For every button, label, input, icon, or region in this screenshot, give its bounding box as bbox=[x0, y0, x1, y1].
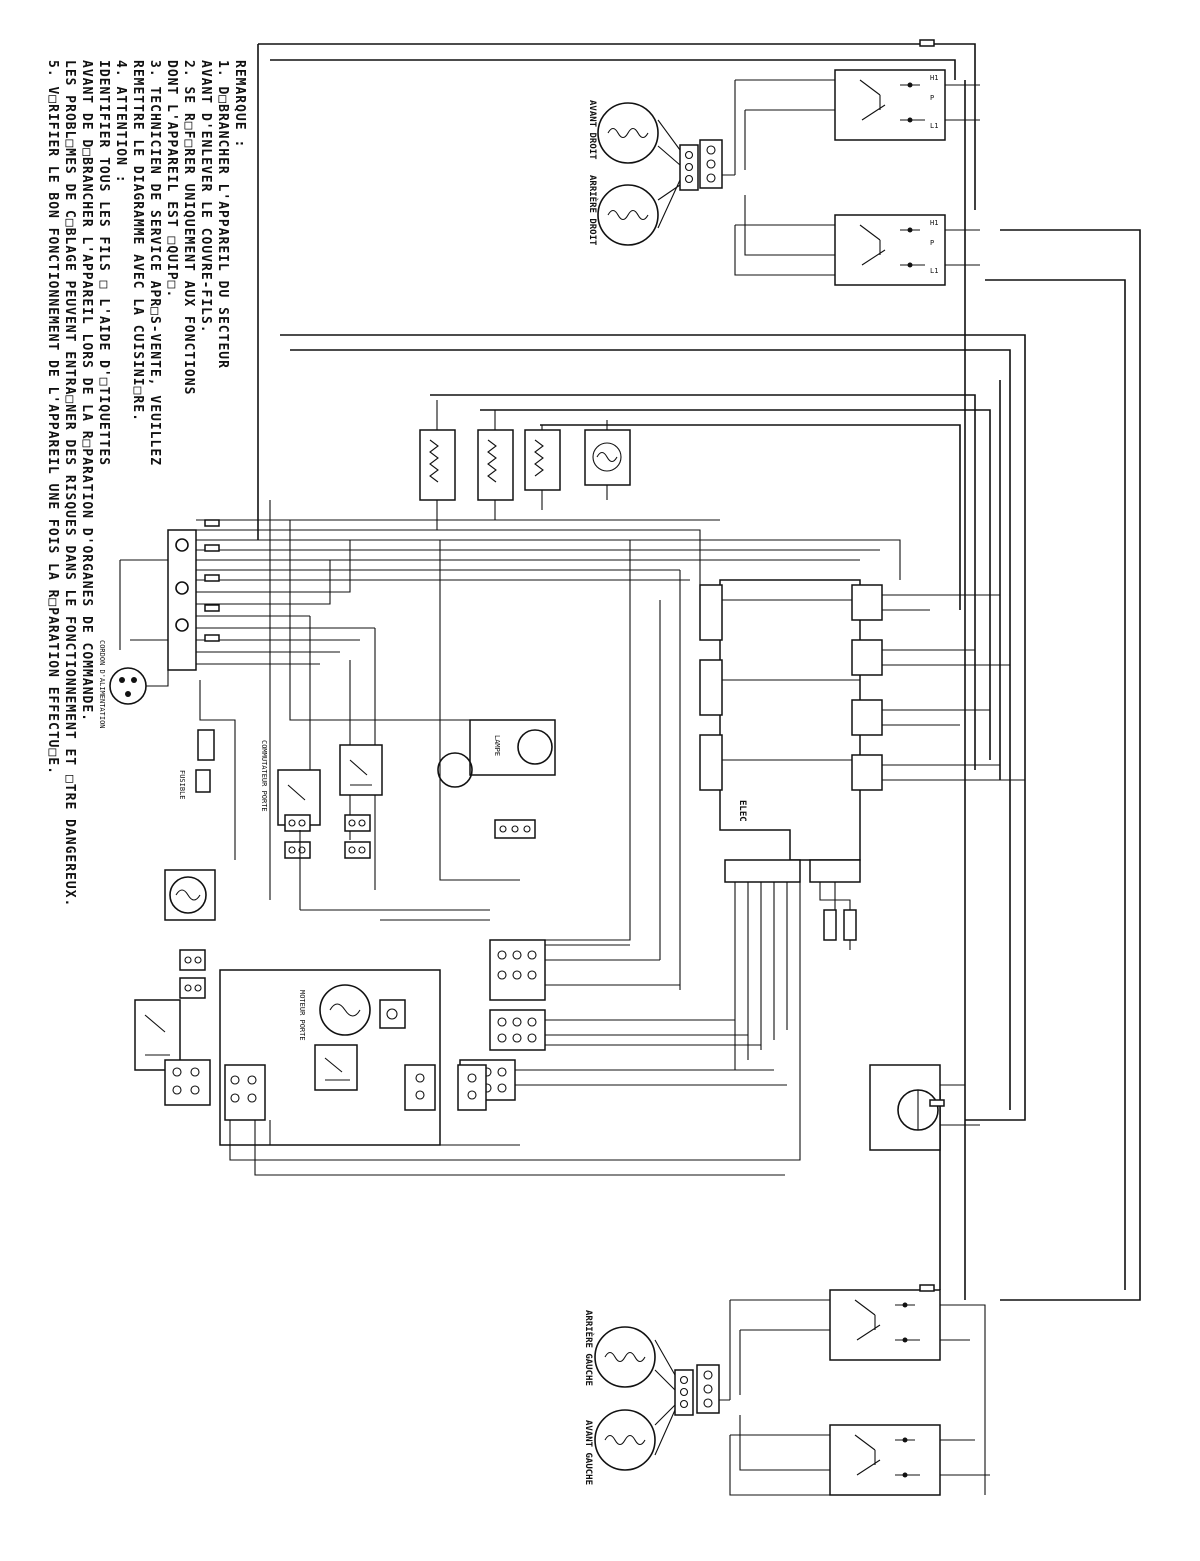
note-line: 5. V□RIFIER LE BON FONCTIONNEMENT DE L'A… bbox=[45, 60, 60, 775]
lock-motor-small bbox=[164, 869, 216, 999]
oven-element-broil bbox=[477, 410, 514, 520]
svg-text:L1: L1 bbox=[930, 267, 938, 275]
control-board-label: ELEC bbox=[737, 800, 747, 822]
top-infinite-switch-2: H1P L1 bbox=[834, 214, 946, 286]
top-element-connector bbox=[679, 139, 723, 191]
harness-lines bbox=[196, 500, 901, 990]
note-line: DONT L'APPAREIL EST □QUIP□. bbox=[164, 60, 179, 298]
svg-text:P: P bbox=[930, 94, 934, 102]
note-line: 4. ATTENTION : bbox=[113, 60, 128, 184]
fuse: FUSIBLE bbox=[178, 680, 236, 860]
power-cord-label: CORDON D'ALIMENTATION bbox=[98, 640, 106, 729]
note-line: IDENTIFIER TOUS LES FILS □ L'AIDE D'□TIQ… bbox=[96, 60, 111, 466]
wire-tags bbox=[204, 39, 945, 1292]
note-line: AVANT DE D□BRANCHER L'APPAREIL LORS DE L… bbox=[79, 60, 94, 722]
door-lock-motor-label: MOTEUR PORTE bbox=[298, 990, 306, 1041]
notes-block: REMARQUE : 1. D□BRANCHER L'APPAREIL DU S… bbox=[45, 60, 247, 907]
right-motor bbox=[869, 1064, 980, 1151]
note-line: REMETTRE LE DIAGRAMME AVEC LA CUISINI□RE… bbox=[130, 60, 145, 422]
element-avant-droit: AVANT DROIT bbox=[587, 100, 681, 166]
oven-lamp: LAMPE bbox=[469, 719, 556, 776]
terminal-block bbox=[167, 529, 197, 671]
fuse-label: FUSIBLE bbox=[178, 770, 186, 800]
bottom-infinite-switch-2 bbox=[829, 1424, 941, 1496]
note-line: 2. SE R□F□RER UNIQUEMENT AUX FONCTIONS bbox=[181, 60, 196, 395]
main-connector-block-2 bbox=[459, 1009, 787, 1101]
top-infinite-switch-1: H1P L1 bbox=[834, 69, 946, 141]
control-board: ELEC bbox=[719, 579, 861, 861]
door-switch-2 bbox=[339, 744, 383, 796]
note-line: 3. TECHNICIEN DE SERVICE APR□S-VENTE, VE… bbox=[147, 60, 162, 466]
lock-switch bbox=[134, 999, 211, 1106]
element-arriere-gauche: ARRIÈRE GAUCHE bbox=[583, 1310, 676, 1391]
svg-text:H1: H1 bbox=[930, 219, 938, 227]
board-connectors-bottom bbox=[724, 859, 861, 1070]
note-line: LES PROBL□MES DE C□BLAGE PEUVENT ENTRA□N… bbox=[62, 60, 77, 907]
element-label-arriere-droit: ARRIÈRE DROIT bbox=[587, 175, 599, 246]
board-output-leads bbox=[882, 594, 1025, 781]
bottom-infinite-switch-1 bbox=[829, 1289, 941, 1361]
note-line: 1. D□BRANCHER L'APPAREIL DU SECTEUR bbox=[215, 60, 230, 369]
door-switch-connectors bbox=[284, 814, 536, 859]
notes-heading: REMARQUE : bbox=[232, 60, 247, 148]
door-switch-1: COMMUTATEUR PORTE bbox=[260, 740, 321, 826]
main-connector-block-1 bbox=[299, 830, 680, 1001]
convection-fan bbox=[437, 752, 473, 788]
board-relays bbox=[699, 584, 883, 791]
oven-element-convection bbox=[524, 425, 561, 510]
element-label-arriere-gauche: ARRIÈRE GAUCHE bbox=[583, 1310, 595, 1386]
bottom-element-connector bbox=[674, 1364, 720, 1416]
bus-wires bbox=[257, 43, 1141, 1301]
oven-element-bake bbox=[419, 400, 456, 530]
power-cord: CORDON D'ALIMENTATION bbox=[98, 559, 169, 729]
oven-sensor bbox=[584, 420, 631, 500]
note-line: AVANT D'ENLEVER LE COUVRE-FILS. bbox=[198, 60, 213, 334]
element-arriere-droit: ARRIÈRE DROIT bbox=[587, 175, 681, 246]
svg-text:H1: H1 bbox=[930, 74, 938, 82]
svg-text:L1: L1 bbox=[930, 122, 938, 130]
lamp-label: LAMPE bbox=[493, 735, 501, 756]
lock-connector-blocks bbox=[224, 880, 801, 1176]
element-label-avant-droit: AVANT DROIT bbox=[587, 100, 597, 160]
element-avant-gauche: AVANT GAUCHE bbox=[583, 1404, 676, 1485]
element-label-avant-gauche: AVANT GAUCHE bbox=[583, 1420, 593, 1485]
svg-text:P: P bbox=[930, 239, 934, 247]
top-switch-wiring bbox=[720, 79, 980, 276]
door-switch-label: COMMUTATEUR PORTE bbox=[260, 740, 268, 812]
